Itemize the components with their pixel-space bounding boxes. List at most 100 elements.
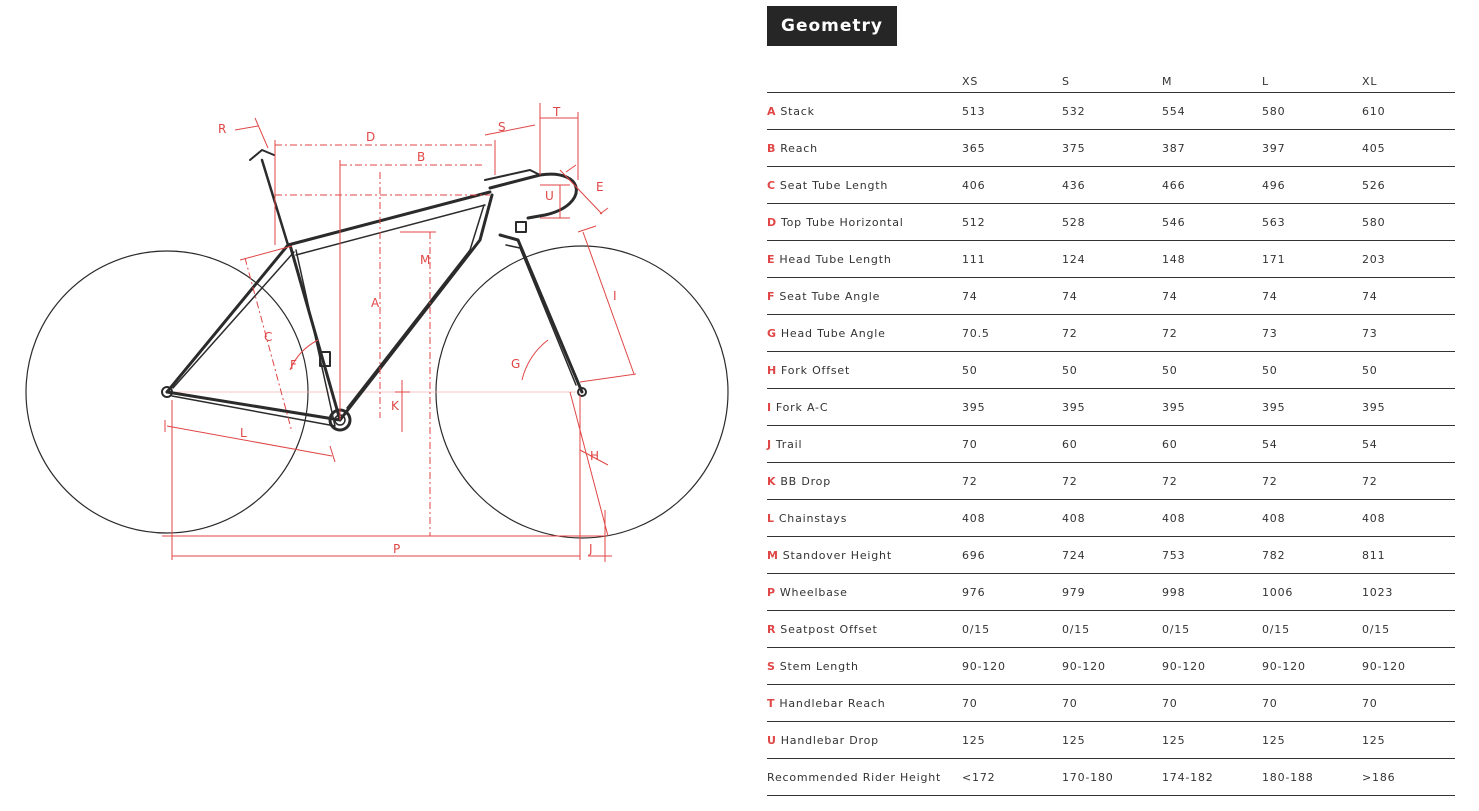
value-cell: 170-180 [1062, 758, 1162, 796]
value-cell: 408 [1062, 499, 1162, 537]
dim-label-s: S [498, 120, 506, 134]
measure-letter: I [767, 400, 772, 414]
value-cell: 979 [1062, 573, 1162, 611]
value-cell: 395 [1262, 388, 1362, 426]
measure-name: Seatpost Offset [780, 622, 878, 636]
value-cell: 73 [1362, 314, 1455, 352]
value-cell: 696 [962, 536, 1062, 574]
measure-letter: D [767, 215, 777, 229]
value-cell: 50 [1362, 351, 1455, 389]
value-cell: 74 [1262, 277, 1362, 315]
value-cell: 180-188 [1262, 758, 1362, 796]
value-cell: 580 [1262, 92, 1362, 130]
measure-name: Trail [775, 437, 803, 451]
value-cell: 90-120 [1362, 647, 1455, 685]
measure-letter: F [767, 289, 776, 303]
dim-label-t: T [552, 105, 561, 119]
value-cell: 580 [1362, 203, 1455, 241]
bike-geometry-drawing: R D B S T E U M A C F K I G H L P J [25, 103, 729, 562]
value-cell: 50 [1062, 351, 1162, 389]
value-cell: 54 [1262, 425, 1362, 463]
dim-label-e: E [596, 180, 604, 194]
value-cell: 90-120 [1162, 647, 1262, 685]
measure-letter: S [767, 659, 776, 673]
value-cell: 408 [1262, 499, 1362, 537]
measure-name: Handlebar Drop [780, 733, 879, 747]
measure-name: Handlebar Reach [779, 696, 886, 710]
value-cell: 72 [1262, 462, 1362, 500]
value-cell: 610 [1362, 92, 1455, 130]
dim-label-u: U [545, 189, 554, 203]
measure-letter: P [767, 585, 776, 599]
value-cell: 496 [1262, 166, 1362, 204]
value-cell: 72 [1062, 314, 1162, 352]
measure-letter: T [767, 696, 776, 710]
column-header-size: XS [962, 65, 1062, 93]
measure-name: Chainstays [778, 511, 848, 525]
value-cell: 976 [962, 573, 1062, 611]
value-cell: 72 [1362, 462, 1455, 500]
value-cell: 90-120 [1062, 647, 1162, 685]
value-cell: 387 [1162, 129, 1262, 167]
value-cell: 1023 [1362, 573, 1455, 611]
value-cell: 513 [962, 92, 1062, 130]
measure-letter: M [767, 548, 779, 562]
value-cell: 0/15 [1362, 610, 1455, 648]
dim-label-i: I [613, 289, 617, 303]
value-cell: 72 [1162, 462, 1262, 500]
value-cell: 408 [962, 499, 1062, 537]
value-cell: 375 [1062, 129, 1162, 167]
value-cell: 125 [962, 721, 1062, 759]
value-cell: 724 [1062, 536, 1162, 574]
value-cell: 512 [962, 203, 1062, 241]
value-cell: 125 [1362, 721, 1455, 759]
value-cell: 782 [1262, 536, 1362, 574]
value-cell: 563 [1262, 203, 1362, 241]
value-cell: 70 [1362, 684, 1455, 722]
column-header-size: S [1062, 65, 1162, 93]
value-cell: 532 [1062, 92, 1162, 130]
value-cell: 365 [962, 129, 1062, 167]
value-cell: 546 [1162, 203, 1262, 241]
value-cell: 526 [1362, 166, 1455, 204]
value-cell: 72 [1162, 314, 1262, 352]
measure-letter: R [767, 622, 777, 636]
dim-label-c: C [264, 330, 272, 344]
dim-label-k: K [391, 399, 400, 413]
measure-name: BB Drop [780, 474, 831, 488]
value-cell: 111 [962, 240, 1062, 278]
value-cell: 408 [1362, 499, 1455, 537]
value-cell: 0/15 [1262, 610, 1362, 648]
geometry-diagram: R D B S T E U M A C F K I G H L P J [25, 103, 729, 562]
measure-name: Top Tube Horizontal [780, 215, 904, 229]
value-cell: 1006 [1262, 573, 1362, 611]
value-cell: 70.5 [962, 314, 1062, 352]
dim-label-l: L [240, 426, 247, 440]
measure-name: Recommended Rider Height [767, 770, 942, 784]
value-cell: 60 [1062, 425, 1162, 463]
value-cell: 70 [962, 684, 1062, 722]
value-cell: 0/15 [962, 610, 1062, 648]
value-cell: 50 [962, 351, 1062, 389]
measure-name: Reach [780, 141, 818, 155]
value-cell: 466 [1162, 166, 1262, 204]
value-cell: 753 [1162, 536, 1262, 574]
value-cell: 395 [962, 388, 1062, 426]
dim-label-p: P [393, 542, 400, 556]
